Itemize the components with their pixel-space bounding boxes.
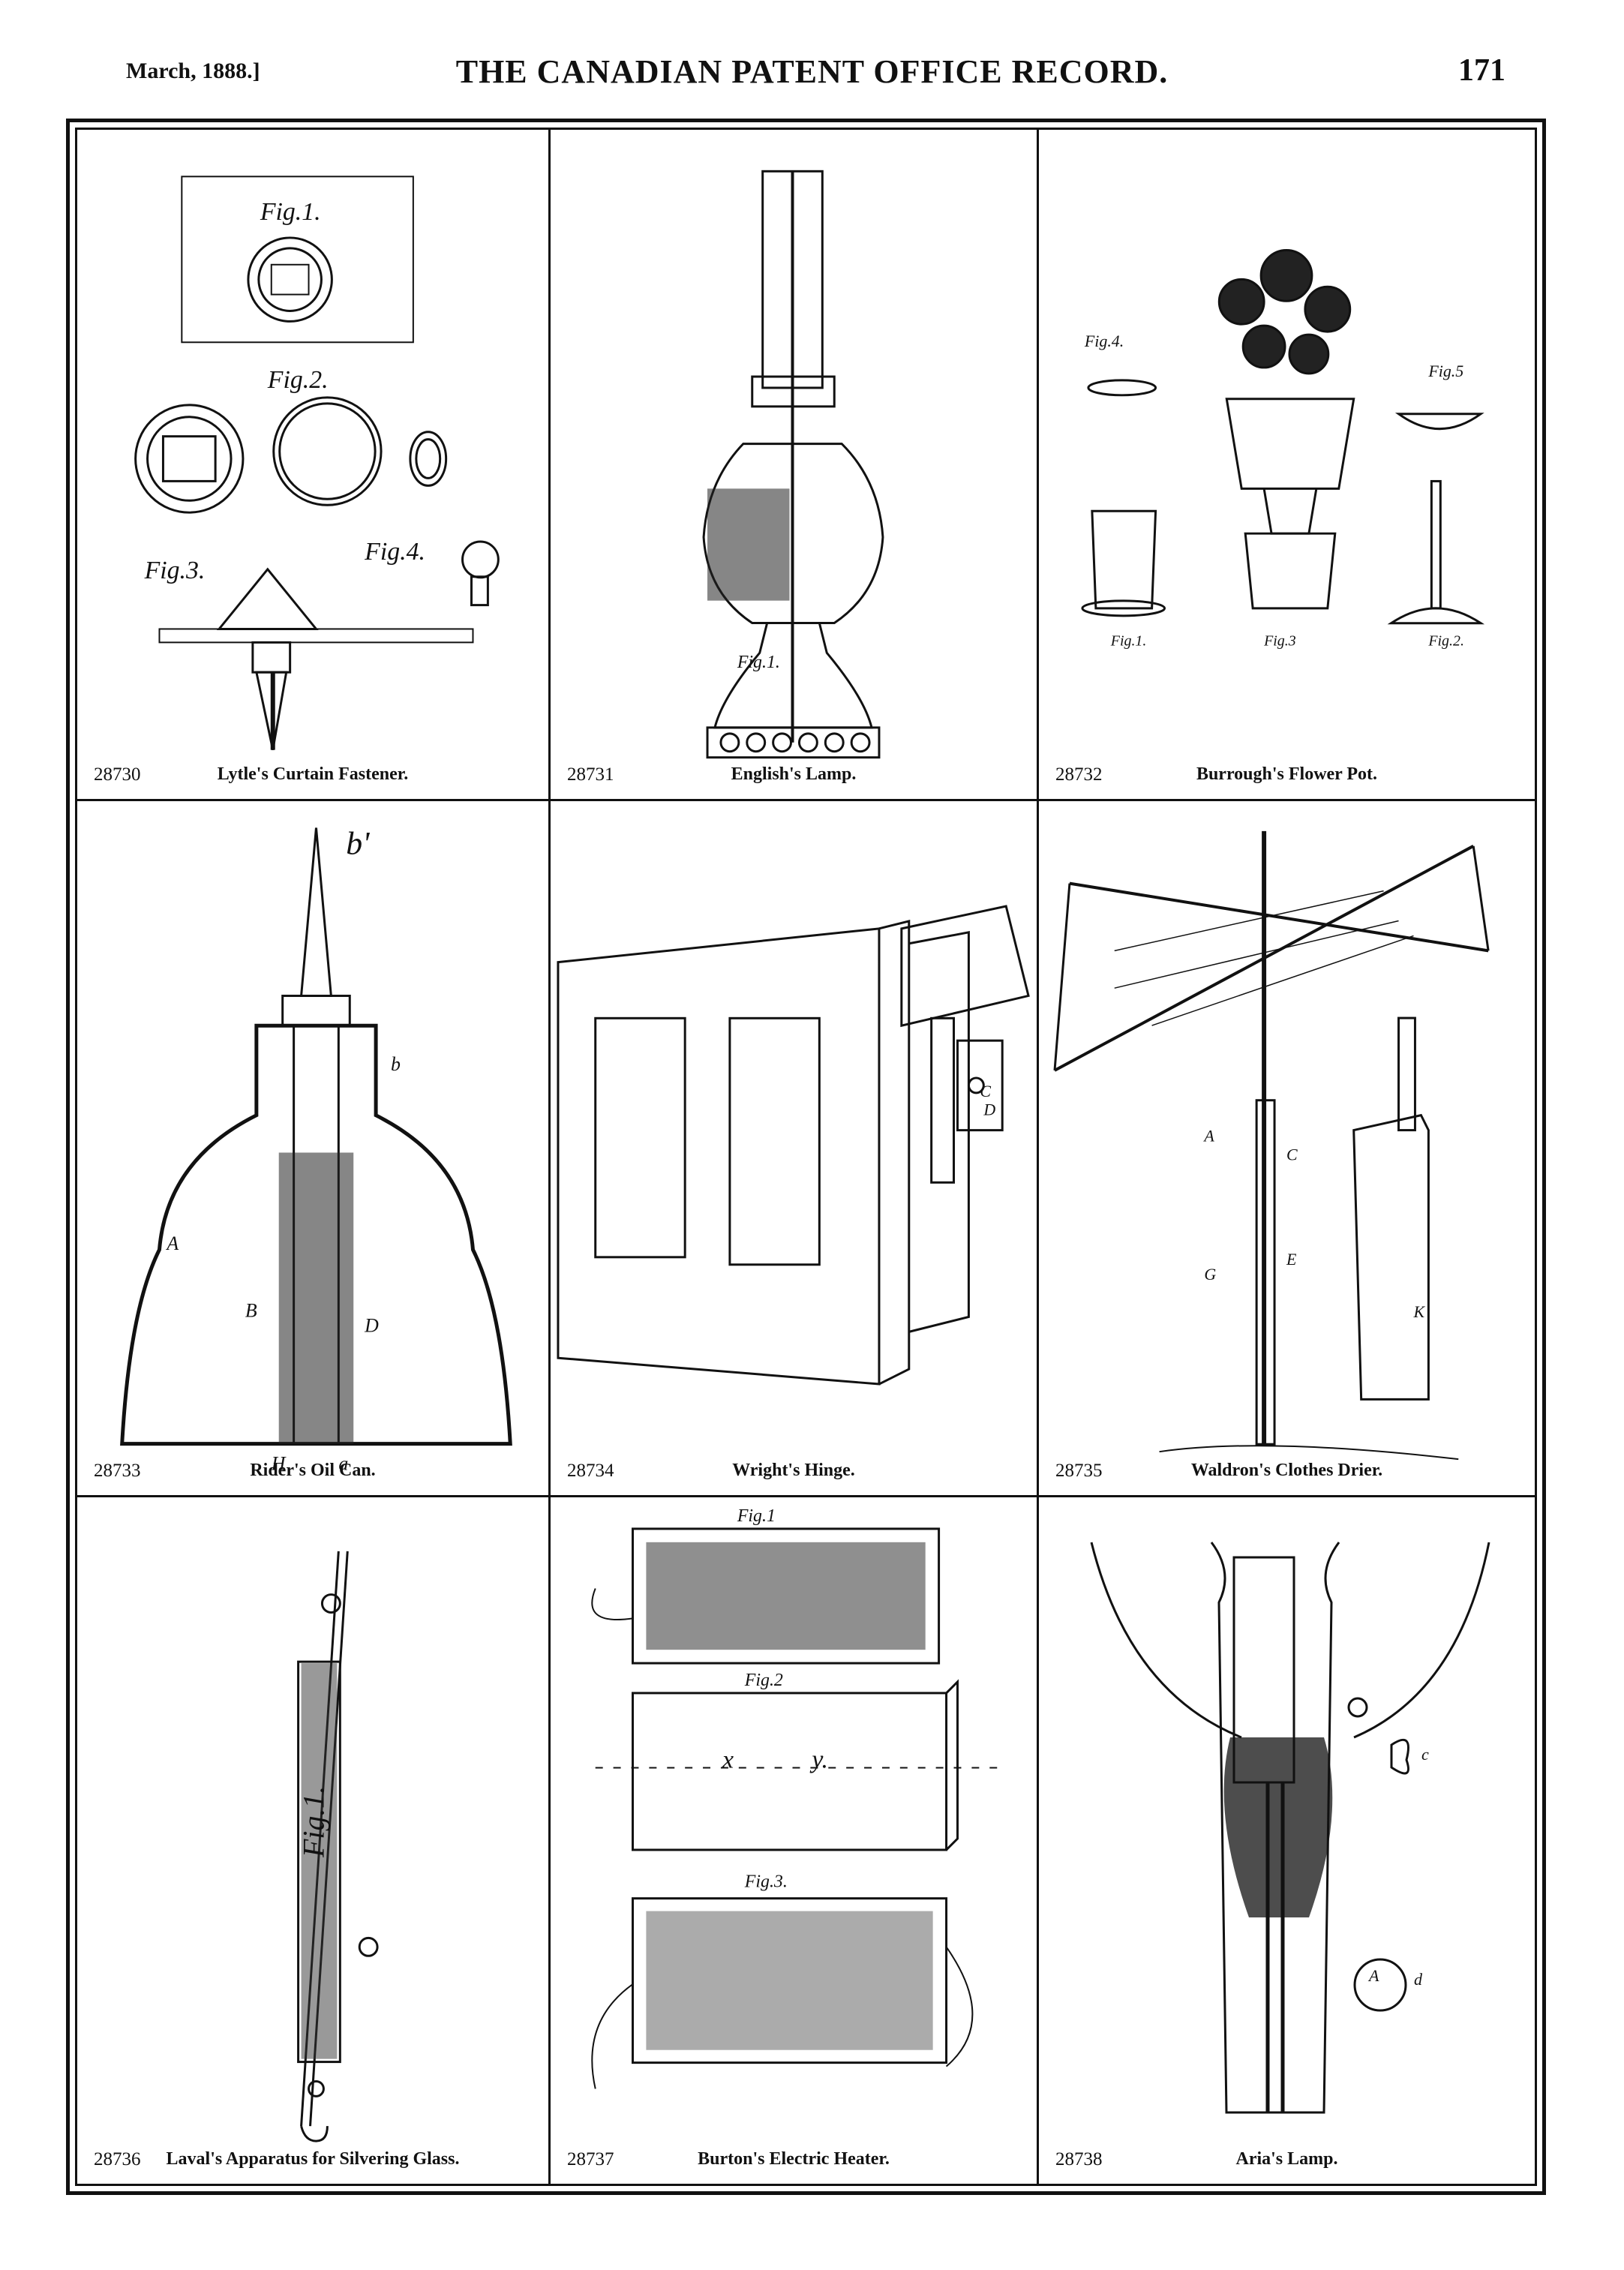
patent-number: 28732	[1055, 764, 1103, 785]
patent-caption: 28730 Lytle's Curtain Fastener.	[77, 761, 548, 788]
patent-cell-hinge: C D 28734 Wright's Hinge.	[551, 801, 1039, 1497]
fig-label-1: Fig.1.	[260, 198, 321, 226]
curtain-fastener-drawing: Fig.1. Fig.2. Fig.3. Fig.4.	[134, 176, 500, 750]
patent-cell-lamp: Fig.1. 28731 English's Lamp.	[551, 130, 1039, 801]
oilcan-label-b: b	[391, 1053, 401, 1075]
patent-caption: 28731 English's Lamp.	[551, 761, 1037, 788]
issue-date: March, 1888.]	[126, 59, 260, 83]
patent-number: 28730	[94, 764, 141, 785]
flower-pot-drawing: Fig.4. Fig.5 Fig.1. Fig.3 Fig.2.	[1081, 248, 1485, 650]
patent-drawings-grid: Fig.1. Fig.2. Fig.3. Fig.4. 28730 Lytle'…	[77, 130, 1535, 2184]
patent-caption: 28732 Burrough's Flower Pot.	[1039, 761, 1535, 788]
patent-number: 28731	[567, 764, 614, 785]
patent-caption: 28734 Wright's Hinge.	[551, 1458, 1037, 1485]
patent-cell-clothes-drier: A C E G K 28735 Waldron's Clothes Drier.	[1039, 801, 1535, 1497]
clothes-drier-drawing: A C E G K	[1053, 830, 1490, 1461]
page-header: March, 1888.] THE CANADIAN PATENT OFFICE…	[0, 47, 1624, 92]
drier-label-G: G	[1204, 1265, 1216, 1284]
patent-title: Aria's Lamp.	[1235, 2149, 1338, 2169]
aria-label-A: A	[1367, 1966, 1379, 1985]
patent-caption: 28737 Burton's Electric Heater.	[551, 2146, 1037, 2173]
oilcan-label-B: B	[245, 1299, 257, 1321]
patent-cell-curtain-fastener: Fig.1. Fig.2. Fig.3. Fig.4. 28730 Lytle'…	[77, 130, 551, 801]
patent-number: 28737	[567, 2149, 614, 2169]
patent-title: Waldron's Clothes Drier.	[1190, 1461, 1383, 1480]
patent-caption: 28736 Laval's Apparatus for Silvering Gl…	[77, 2146, 548, 2173]
hinge-label-D: D	[983, 1100, 995, 1119]
patent-cell-flower-pot: Fig.4. Fig.5 Fig.1. Fig.3 Fig.2. 28732 B…	[1039, 130, 1535, 801]
oilcan-label-H: H	[271, 1452, 287, 1474]
patent-caption: 28735 Waldron's Clothes Drier.	[1039, 1458, 1535, 1485]
oilcan-label-D: D	[364, 1314, 379, 1336]
drier-label-K: K	[1412, 1302, 1425, 1321]
oilcan-label-a: a	[338, 1452, 348, 1474]
drier-label-C: C	[1286, 1145, 1298, 1164]
oilcan-label-b-prime: b'	[346, 825, 370, 861]
patent-number: 28736	[94, 2149, 141, 2169]
flowerpot-fig-label-3: Fig.3	[1263, 633, 1296, 650]
oil-can-drawing: b' b A B D H a	[120, 825, 512, 1474]
patent-cell-aria-lamp: A c d 28738 Aria's Lamp.	[1039, 1497, 1535, 2184]
fig-label-2: Fig.2.	[267, 366, 329, 394]
heater-label-y: y.	[809, 1746, 828, 1773]
drier-label-E: E	[1286, 1250, 1297, 1269]
hinge-drawing: C D	[557, 905, 1030, 1386]
flowerpot-fig-label-1: Fig.1.	[1110, 633, 1147, 650]
heater-fig-label-2: Fig.2	[744, 1671, 783, 1690]
silvering-glass-drawing: Fig.1.	[297, 1551, 379, 2142]
heater-label-x: x	[722, 1746, 734, 1773]
patent-cell-silvering-glass: Fig.1. 28736 Laval's Apparatus for Silve…	[77, 1497, 551, 2184]
patent-caption: 28738 Aria's Lamp.	[1039, 2146, 1535, 2173]
silvering-fig-label: Fig.1.	[297, 1786, 330, 1858]
patent-title: Rider's Oil Can.	[250, 1461, 376, 1480]
electric-heater-drawing: Fig.1 Fig.2 x y. Fig.3.	[591, 1506, 999, 2089]
aria-label-d: d	[1414, 1970, 1423, 1989]
patent-caption: 28733 Rider's Oil Can.	[77, 1458, 548, 1485]
patent-cell-electric-heater: Fig.1 Fig.2 x y. Fig.3. 28737 Burton's E…	[551, 1497, 1039, 2184]
heater-fig-label-1: Fig.1	[737, 1506, 776, 1526]
aria-label-c: c	[1421, 1745, 1429, 1764]
patent-title: Lytle's Curtain Fastener.	[217, 764, 409, 784]
heater-fig-label-3: Fig.3.	[744, 1872, 788, 1892]
patent-title: Burton's Electric Heater.	[698, 2149, 890, 2169]
publication-title: THE CANADIAN PATENT OFFICE RECORD.	[455, 53, 1169, 90]
oilcan-label-A: A	[165, 1233, 179, 1254]
patent-number: 28738	[1055, 2149, 1103, 2169]
patent-title: Burrough's Flower Pot.	[1196, 764, 1378, 784]
flowerpot-fig-label-4: Fig.4.	[1084, 332, 1124, 350]
page-number: 171	[1458, 53, 1505, 88]
drier-label-A: A	[1202, 1127, 1214, 1146]
flowerpot-fig-label-2: Fig.2.	[1427, 633, 1464, 650]
outer-border	[66, 119, 1546, 2195]
patent-number: 28735	[1055, 1461, 1103, 1481]
fig-label-4: Fig.4.	[364, 538, 425, 566]
patent-cell-oil-can: b' b A B D H a 28733 Rider's Oil Can.	[77, 801, 551, 1497]
lamp-fig-label: Fig.1.	[737, 653, 780, 672]
inner-border	[75, 128, 1537, 2186]
flowerpot-fig-label-5: Fig.5	[1427, 362, 1463, 380]
aria-lamp-drawing: A c d	[1090, 1542, 1490, 2114]
patent-number: 28734	[567, 1461, 614, 1481]
patent-number: 28733	[94, 1461, 141, 1481]
hinge-label-C: C	[980, 1082, 991, 1100]
lamp-drawing: Fig.1.	[702, 170, 884, 759]
patent-title: Laval's Apparatus for Silvering Glass.	[166, 2149, 460, 2169]
patent-title: English's Lamp.	[731, 764, 857, 784]
patent-title: Wright's Hinge.	[732, 1461, 855, 1480]
fig-label-3: Fig.3.	[144, 557, 206, 584]
